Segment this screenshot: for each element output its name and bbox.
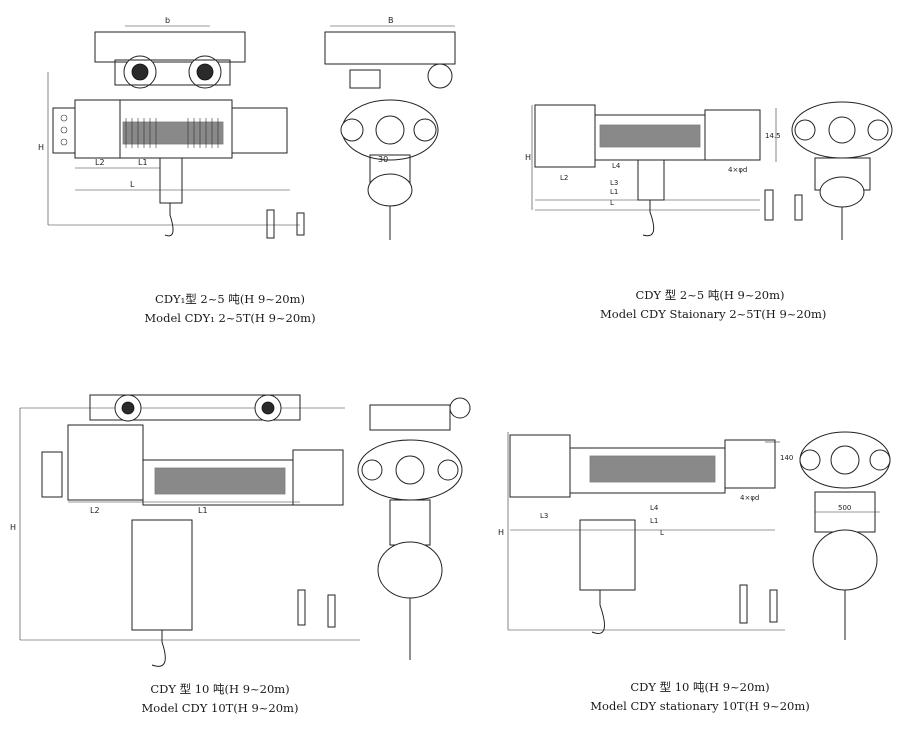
dim4-h: H [498,528,504,537]
dim3-h: H [10,523,16,532]
dim3-l2: L2 [90,506,100,515]
dim4-l4: L4 [650,504,659,512]
dim-b: b [165,16,170,25]
figure-3-drawing: H L2 L1 CDY 型 10 吨(H 9~20m) Model CDY 10… [0,380,471,737]
figure-1-caption: CDY₁型 2~5 吨(H 9~20m) Model CDY₁ 2~5T(H 9… [130,290,330,328]
figure-1-drawing: b H L2 L1 L [0,0,470,325]
dim4-l1: L1 [650,517,658,525]
figure-4-caption-en: Model CDY stationary 10T(H 9~20m) [590,699,810,713]
dim2-l3: L3 [610,179,618,187]
dim4-bolt: 4×φd [740,494,759,502]
dim4-l3: L3 [540,512,548,520]
dim2-l2: L2 [560,174,568,182]
figure-3-caption-en: Model CDY 10T(H 9~20m) [141,701,299,715]
dim4-side: 500 [838,504,851,512]
dim2-side: 14.5 [765,132,781,140]
dim-l1: L1 [138,158,148,167]
figure-3-caption: CDY 型 10 吨(H 9~20m) Model CDY 10T(H 9~20… [130,680,310,718]
figure-2-svg: H L2 L3 L1 L 4×φd L4 14.5 [525,101,893,240]
figure-2-drawing: H L2 L3 L1 L 4×φd L4 14.5 CDY 型 2~5 吨(H … [470,0,920,330]
dim4-top: 140 [780,454,793,462]
dim3-l1: L1 [198,506,208,515]
figure-4-caption-cn: CDY 型 10 吨(H 9~20m) [630,680,770,694]
figure-4-caption: CDY 型 10 吨(H 9~20m) Model CDY stationary… [590,678,810,716]
dim2-bolt: 4×φd [728,166,747,174]
figure-2-caption-en: Model CDY Staionary 2~5T(H 9~20m) [600,307,827,321]
dim2-l4: L4 [612,162,621,170]
fig2-dims: L2 L3 L1 L 4×φd L4 [560,162,747,207]
dim-l2: L2 [95,158,105,167]
dim-hook-30: 30 [378,155,388,164]
dim2-l: L [610,199,614,207]
dim4-l: L [660,529,664,537]
figure-3-caption-cn: CDY 型 10 吨(H 9~20m) [150,682,290,696]
figure-3-svg: H L2 L1 [10,394,471,667]
dim2-l1: L1 [610,188,618,196]
figure-2-caption: CDY 型 2~5 吨(H 9~20m) Model CDY Staionary… [600,286,827,324]
dim-h: H [38,143,44,152]
dim2-h: H [525,153,531,162]
dim-l: L [130,180,135,189]
figure-2-caption-cn: CDY 型 2~5 吨(H 9~20m) [635,288,785,302]
figure-1-svg: b H L2 L1 L [38,16,456,240]
dim-side-b: B [388,16,394,25]
figure-1-caption-en: Model CDY₁ 2~5T(H 9~20m) [144,311,316,325]
figure-1-caption-cn: CDY₁型 2~5 吨(H 9~20m) [155,292,305,306]
figure-4-drawing: H 140 L3 L4 L1 L 4×φd 500 CDY 型 10 吨(H 9… [470,420,920,737]
figure-4-svg: H 140 L3 L4 L1 L 4×φd 500 [498,431,891,640]
